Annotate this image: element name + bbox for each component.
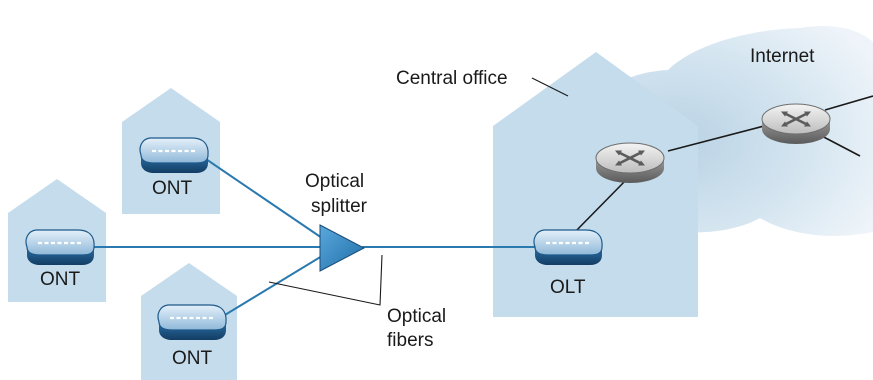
optical-fibers-leader <box>268 254 383 306</box>
optical-splitter-label-line2: splitter <box>311 196 368 217</box>
ont-device-icon <box>156 303 228 342</box>
ont-device-icon <box>24 228 96 267</box>
olt-label: OLT <box>550 277 586 298</box>
olt-device-icon <box>532 228 604 267</box>
ont-device-icon <box>138 136 210 175</box>
ont-label-middle: ONT <box>40 269 81 290</box>
fiber-ont-top <box>199 154 323 239</box>
optical-fibers-label-line1: Optical <box>387 306 446 327</box>
ont-label-top: ONT <box>152 178 193 199</box>
optical-fibers-label-line2: fibers <box>387 330 433 351</box>
central-office-label: Central office <box>396 68 508 89</box>
link-router-out1 <box>824 95 873 111</box>
link-router-out2 <box>817 133 861 157</box>
link-router-router <box>667 125 765 152</box>
router-icon <box>760 102 832 146</box>
splitter-triangle-icon <box>319 224 366 272</box>
internet-label: Internet <box>750 46 815 67</box>
central-office-leader <box>531 77 569 97</box>
router-icon <box>594 141 666 185</box>
optical-splitter-label-line1: Optical <box>305 171 364 192</box>
ont-label-bottom: ONT <box>172 348 213 369</box>
fiber-ont-bottom <box>214 255 323 322</box>
link-olt-router <box>570 177 629 237</box>
